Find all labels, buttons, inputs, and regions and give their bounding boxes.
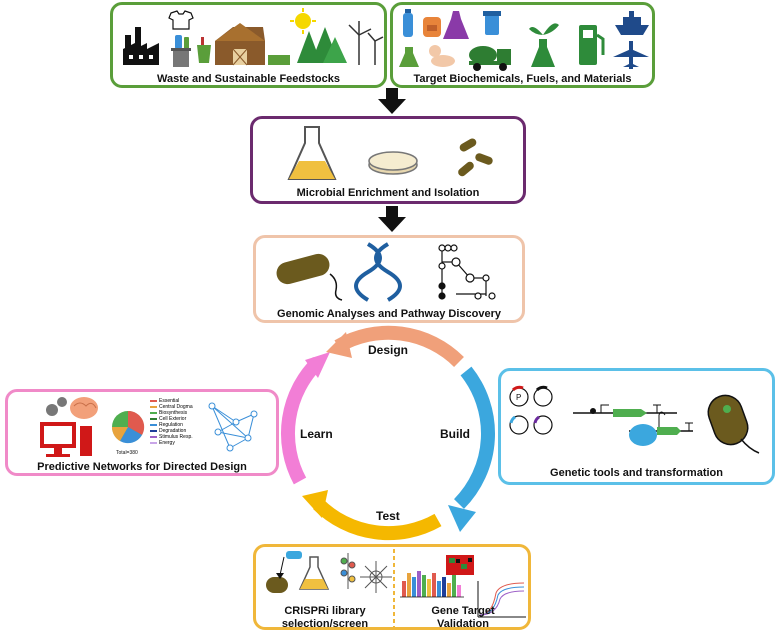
wind-turbine-icon: [348, 21, 384, 65]
target-products-label: Target Biochemicals, Fuels, and Material…: [413, 73, 632, 85]
neural-network-icon: [208, 402, 258, 452]
factory-icon: [123, 27, 159, 65]
test-arc: [313, 498, 442, 541]
bucket-icon: [197, 37, 211, 63]
dress-icon: [443, 11, 469, 39]
tshirt-icon: [168, 10, 194, 30]
gear-icon: [46, 397, 67, 416]
crispri-validation-box: CRISPRi library selection/screen Gene Ta…: [253, 544, 531, 630]
design-label: Design: [368, 343, 409, 357]
legend-central-dogma: Central Dogma: [159, 404, 193, 410]
crispri-icons: [266, 549, 526, 629]
backpack-icon: [423, 17, 441, 37]
legend-regulation: Regulation: [159, 422, 183, 428]
genomic-icons: [276, 242, 496, 302]
pie-chart: [111, 410, 145, 444]
arrow-down-2: [378, 206, 406, 232]
bar-chart-icon: [400, 571, 464, 598]
learn-arc: [280, 357, 324, 485]
arrow-down-1: [378, 88, 406, 114]
trash-can-icon: [171, 48, 191, 67]
erlenmeyer-flask-icon: [287, 126, 337, 180]
design-arc: [334, 325, 464, 368]
build-label: Build: [440, 427, 470, 441]
genomic-label: Genomic Analyses and Pathway Discovery: [277, 308, 501, 320]
build-arc: [453, 366, 495, 509]
validation-label-line2: Validation: [437, 618, 489, 630]
cement-truck-icon: [469, 46, 511, 71]
computer-icon: [40, 422, 92, 457]
legend-degradation: Degradation: [159, 428, 186, 434]
baby-icon: [429, 45, 455, 67]
bacterium-cell-icon-2: [707, 394, 760, 454]
pie-total-label: Total=380: [116, 450, 138, 456]
crops-icon: [268, 55, 290, 65]
petri-dish-icon: [368, 151, 418, 175]
dna-helix-icon: [354, 242, 402, 302]
bacteria-icon: [458, 138, 493, 177]
enrichment-icons: [287, 126, 493, 180]
learn-label: Learn: [300, 427, 333, 441]
culture-flask-icon: [298, 556, 330, 590]
barn-icon: [215, 23, 265, 66]
genetic-tools-box: P Genetic tools and transformation: [498, 368, 775, 485]
water-bottle-icon: [403, 9, 413, 37]
legend-essential: Essential: [159, 398, 179, 404]
target-products-box: Target Biochemicals, Fuels, and Material…: [390, 2, 655, 88]
genetic-icons: P: [509, 385, 760, 454]
crispri-label-line2: selection/screen: [281, 618, 369, 630]
pie-legend: Essential Central Dogma Biosynthesis Cel…: [150, 398, 193, 446]
waste-feedstocks-label: Waste and Sustainable Feedstocks: [157, 73, 340, 85]
plant-flask-icon: [529, 23, 559, 67]
screening-icon: [340, 553, 356, 589]
validation-label: Gene Target Validation: [396, 605, 530, 631]
validation-label-line1: Gene Target: [431, 605, 495, 617]
genetic-tools-label: Genetic tools and transformation: [550, 467, 723, 479]
heatmap-icon: [446, 555, 474, 575]
predictive-box: Total=380 Essential Central Dogma Biosyn…: [5, 389, 279, 476]
radial-plot-icon: [360, 561, 392, 593]
test-label: Test: [376, 509, 400, 523]
pill-bottle-icon: [483, 11, 501, 35]
svg-text:P: P: [516, 393, 521, 402]
crispri-label: CRISPRi library selection/screen: [260, 605, 390, 631]
growth-curve-icon: [477, 581, 526, 618]
target-icons: [399, 9, 649, 71]
pathway-network-icon: [438, 244, 496, 300]
ship-icon: [615, 11, 649, 35]
waste-feedstocks-box: Waste and Sustainable Feedstocks: [110, 2, 387, 88]
cycle-ring: [280, 325, 495, 541]
learn-arrowhead: [305, 352, 330, 378]
legend-biosynthesis: Biosynthesis: [159, 410, 188, 416]
legend-energy: Energy: [159, 440, 175, 446]
trees-icon: [297, 27, 347, 63]
genomic-box: Genomic Analyses and Pathway Discovery: [253, 235, 525, 323]
predictive-label: Predictive Networks for Directed Design: [37, 461, 247, 473]
brain-icon: [70, 397, 98, 419]
flask-icon: [399, 47, 419, 67]
sun-icon: [290, 8, 316, 34]
legend-cell-exterior: Cell Exterior: [159, 416, 187, 422]
build-arrowhead: [448, 505, 476, 532]
bacterium-library-icon: [266, 551, 302, 593]
bottle-icon: [175, 35, 189, 49]
test-arrowhead: [302, 490, 328, 518]
enrichment-box: Microbial Enrichment and Isolation: [250, 116, 526, 204]
waste-icons: [123, 8, 384, 67]
design-arrowhead: [326, 332, 352, 358]
predictive-icons: Total=380 Essential Central Dogma Biosyn…: [40, 397, 258, 457]
fuel-pump-icon: [579, 25, 605, 65]
enrichment-label: Microbial Enrichment and Isolation: [296, 187, 480, 199]
bacterium-cell-icon: [276, 253, 343, 301]
genetic-construct-icon: [573, 404, 693, 446]
airplane-icon: [613, 41, 649, 69]
crispri-label-line1: CRISPRi library: [284, 605, 366, 617]
plasmid-icons: P: [509, 385, 553, 435]
legend-stimulus-resp: Stimulus Resp.: [159, 434, 193, 440]
